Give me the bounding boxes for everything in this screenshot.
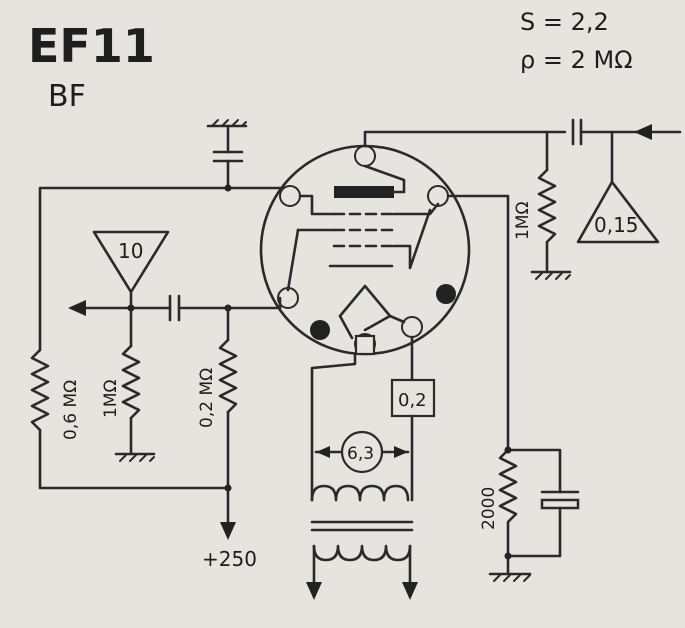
screen-resistor-label: 0,2 MΩ bbox=[197, 368, 217, 428]
ground-icon bbox=[211, 119, 247, 127]
plate-resistor-label: 0,6 MΩ bbox=[61, 380, 81, 440]
ground-icon bbox=[493, 574, 531, 582]
input-amplifier-gain: 0,15 bbox=[594, 213, 639, 237]
output-amplifier-symbol bbox=[92, 230, 170, 294]
output-amplifier-gain: 10 bbox=[118, 239, 143, 263]
input-arrow-icon bbox=[634, 124, 652, 140]
grid-resistor-label: 1MΩ bbox=[513, 202, 533, 240]
supply-arrow-icon bbox=[220, 522, 236, 540]
tube-envelope bbox=[259, 144, 471, 356]
heater-voltage-label: 6,3 bbox=[347, 444, 374, 464]
screen-resistor: 0,2 MΩ +250 bbox=[197, 306, 257, 571]
input-section: 0,15 bbox=[363, 118, 682, 244]
screen-decoupling-capacitor bbox=[206, 119, 248, 190]
grid-resistor: 1MΩ bbox=[513, 130, 572, 280]
slope-parameter: S = 2,2 bbox=[520, 8, 609, 36]
tube-electrodes bbox=[286, 164, 440, 340]
output-grid-resistor-label: 1MΩ bbox=[101, 380, 121, 418]
tube-type-title: EF11 bbox=[28, 19, 155, 73]
ground-icon bbox=[119, 454, 155, 462]
heater-section: 0,2 6,3 bbox=[306, 334, 436, 600]
internal-resistance-parameter: ρ = 2 MΩ bbox=[520, 46, 633, 74]
input-amplifier-symbol bbox=[576, 180, 660, 244]
ground-icon bbox=[535, 272, 571, 280]
tube-pins bbox=[277, 145, 456, 355]
tube-application-label: BF bbox=[48, 79, 86, 114]
plate-resistor: 0,6 MΩ bbox=[30, 348, 230, 490]
supply-voltage-label: +250 bbox=[202, 547, 257, 571]
output-section: 10 bbox=[68, 230, 282, 322]
heater-current-label: 0,2 bbox=[398, 390, 427, 411]
output-arrow-icon bbox=[68, 300, 86, 316]
output-grid-resistor: 1MΩ bbox=[101, 306, 156, 462]
screen-feed-wire bbox=[38, 186, 282, 352]
transformer-secondary-coil bbox=[310, 484, 410, 502]
transformer-primary-coil bbox=[312, 544, 412, 562]
cathode-section: 2000 bbox=[446, 194, 580, 582]
cathode-resistor-label: 2000 bbox=[479, 487, 499, 530]
heater-voltage-circle bbox=[340, 430, 384, 474]
